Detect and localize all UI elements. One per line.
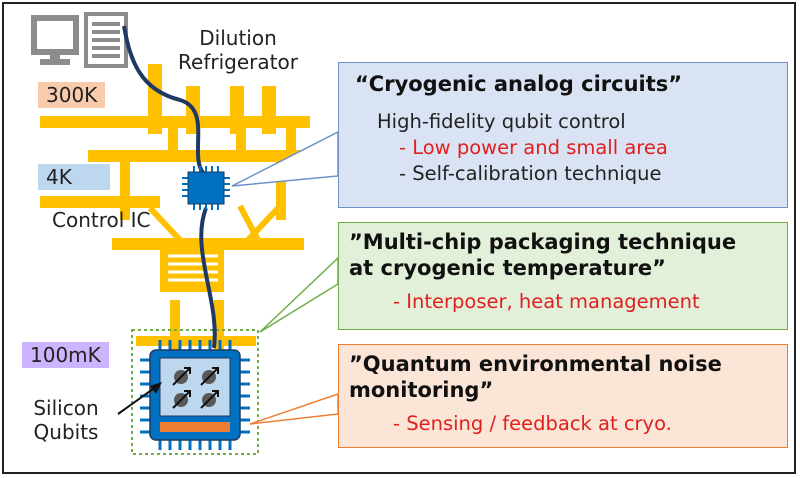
- box-heading: at cryogenic temperature”: [349, 256, 666, 280]
- temperature-tag-4k: 4K: [38, 164, 110, 190]
- box-heading: monitoring”: [349, 378, 494, 402]
- cryogenic-analog-circuits-box: “Cryogenic analog circuits” High-fidelit…: [338, 62, 788, 208]
- dilution-refrigerator-label: Dilution Refrigerator: [178, 26, 298, 74]
- qubit-spin-icons: [172, 367, 219, 409]
- control-ic-chip: [182, 166, 230, 210]
- refrigerator-structure: [40, 64, 310, 360]
- control-ic-label: Control IC: [52, 208, 151, 232]
- multi-chip-packaging-box: ”Multi-chip packaging technique at cryog…: [338, 222, 788, 330]
- control-cable-lower: [199, 207, 217, 349]
- box-line: - Low power and small area: [399, 136, 668, 159]
- box-line: - Interposer, heat management: [393, 290, 700, 313]
- callout-pointer-packaging: [259, 256, 339, 333]
- server-icon: [84, 12, 128, 68]
- cold-stage-outline: [131, 329, 259, 455]
- box-heading: ”Quantum environmental noise: [349, 352, 722, 376]
- box-heading: ”Multi-chip packaging technique: [349, 230, 737, 254]
- temperature-tag-100mk: 100mK: [22, 342, 109, 368]
- control-cable-upper: [122, 25, 208, 178]
- noise-monitoring-box: ”Quantum environmental noise monitoring”…: [338, 344, 788, 448]
- box-heading: “Cryogenic analog circuits”: [355, 72, 683, 96]
- desktop-monitor-icon: [31, 15, 79, 65]
- silicon-qubits-label: Silicon Qubits: [33, 396, 99, 444]
- qubit-package: [140, 340, 250, 450]
- callout-pointer-noise: [249, 392, 339, 425]
- box-line: - Sensing / feedback at cryo.: [393, 412, 672, 435]
- qubits-pointer-arrow: [117, 382, 162, 415]
- box-line: - Self-calibration technique: [399, 162, 662, 185]
- box-line: High-fidelity qubit control: [377, 110, 626, 133]
- temperature-tag-300k: 300K: [38, 82, 106, 108]
